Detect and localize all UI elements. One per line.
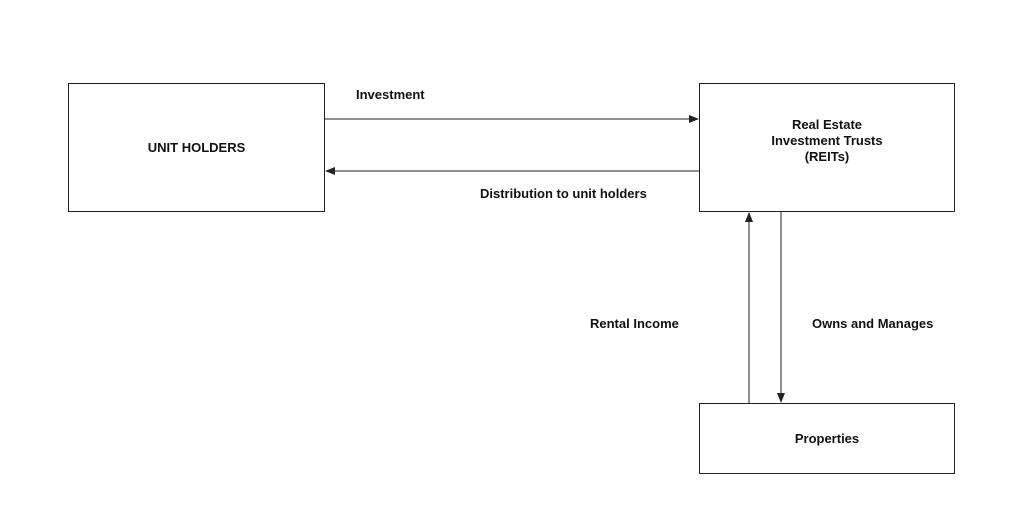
properties-label: Properties [794,430,860,446]
reits-label: Real Estate Investment Trusts (REITs) [771,117,882,165]
owns-and-manages-edge-label: Owns and Manages [812,316,934,331]
reits-label-line-1: Real Estate [791,116,863,132]
unit-holders-label: UNIT HOLDERS [147,139,246,155]
properties-box: Properties [699,403,955,474]
unit-holders-box: UNIT HOLDERS [68,83,325,212]
rental-income-edge-label: Rental Income [590,316,679,331]
reits-label-line-2: Investment Trusts [771,132,883,148]
distribution-edge-label: Distribution to unit holders [480,186,647,201]
investment-edge-label: Investment [356,87,425,102]
reits-label-line-3: (REITs) [804,148,850,164]
reits-box: Real Estate Investment Trusts (REITs) [699,83,955,212]
